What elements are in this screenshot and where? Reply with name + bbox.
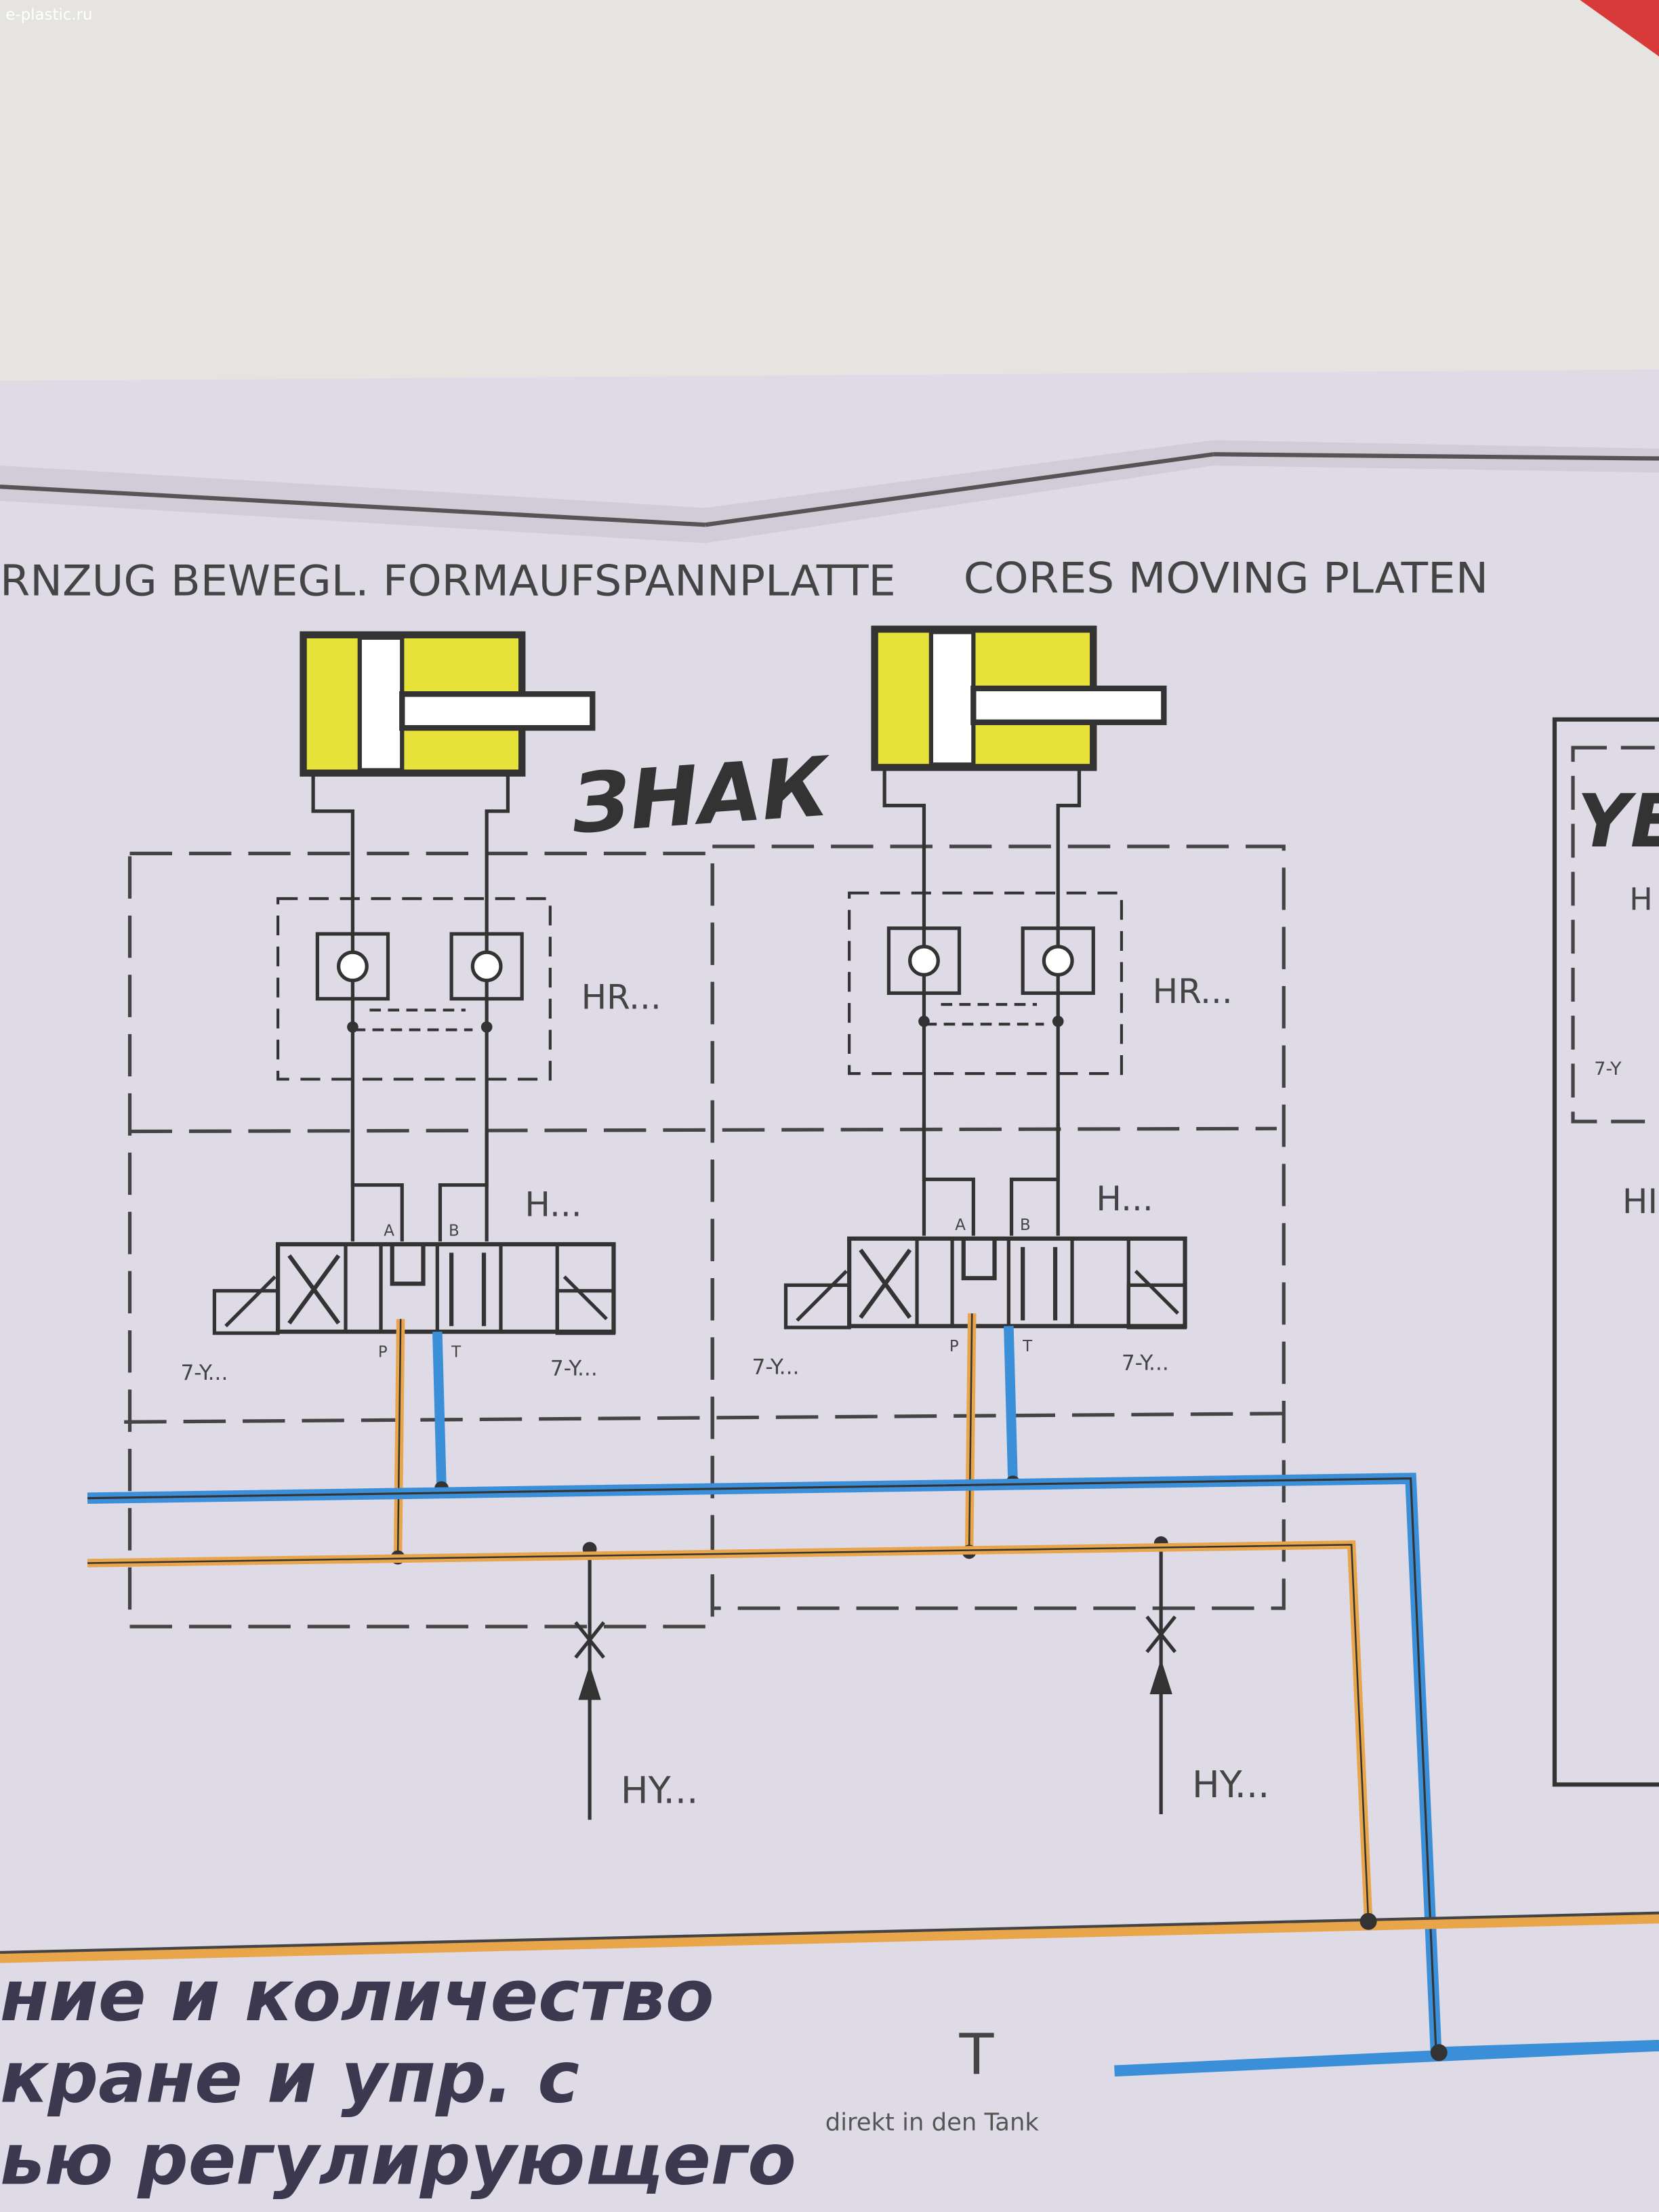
arrow-up-icon — [578, 1664, 601, 1700]
right-panel-hi: HI — [1622, 1182, 1658, 1221]
piston-rod — [970, 685, 1167, 725]
pressure-branch-core — [968, 1313, 973, 1552]
h-label: H... — [525, 1185, 581, 1224]
note-line: ние и количество — [0, 1954, 714, 2037]
solenoid-left-label: 7-Y... — [180, 1361, 228, 1385]
top-border-line — [705, 452, 1214, 527]
tank-branch — [432, 1331, 447, 1489]
junction — [1052, 1015, 1064, 1027]
paper-fold — [0, 440, 1659, 544]
hy-label: HY... — [621, 1769, 698, 1811]
right-panel-7y: 7-Y — [1594, 1059, 1622, 1080]
right-panel-title: YE — [1577, 779, 1659, 864]
top-border-line — [0, 485, 705, 527]
check-valve — [886, 926, 962, 996]
hr-box — [848, 891, 1123, 1076]
port-p-label: P — [949, 1338, 959, 1355]
handwritten-note: ние и количество кране и упр. с ью регул… — [0, 1954, 796, 2212]
check-valve — [449, 932, 524, 1001]
solenoid-right[interactable] — [555, 1289, 616, 1335]
solenoid-right[interactable] — [1126, 1283, 1187, 1330]
note-line: ью регулирующего — [0, 2118, 796, 2200]
check-valve — [315, 932, 390, 1001]
port-a-label: A — [955, 1216, 966, 1234]
top-border-line — [1213, 452, 1659, 461]
solenoid-right-label: 7-Y... — [550, 1357, 598, 1381]
check-valve-ball-icon — [908, 945, 940, 977]
header-title-de: RNZUG BEWEGL. FORMAUFSPANNPLATTE — [0, 556, 896, 605]
center-position-icon — [961, 1238, 997, 1281]
solenoid-left-label: 7-Y... — [752, 1355, 800, 1380]
check-valve-ball-icon — [470, 950, 503, 983]
port-b-label: B — [1020, 1216, 1031, 1234]
pressure-main-line — [0, 1913, 1659, 1963]
port-t-label: T — [1022, 1338, 1033, 1355]
piston — [928, 630, 976, 767]
junction — [480, 1021, 493, 1033]
hr-label: HR... — [1153, 972, 1233, 1011]
parallel-arrows-icon — [1021, 1247, 1058, 1321]
note-line: насоса — [508, 2200, 783, 2212]
note-line: кране и упр. с — [0, 2036, 579, 2119]
check-valve-ball-icon — [1042, 945, 1074, 977]
pilot-line — [351, 1012, 473, 1031]
pilot-line — [922, 1007, 1044, 1026]
piston — [357, 635, 405, 773]
paper-sheet — [0, 369, 1659, 2212]
pressure-branch-core — [396, 1319, 402, 1558]
module-frames — [124, 844, 1286, 1629]
pipe-a-lower — [922, 1122, 975, 1236]
pipe-b-lower — [438, 1128, 489, 1242]
hr-label: HR... — [581, 977, 661, 1017]
tank-caption: direkt in den Tank — [825, 2108, 1040, 2136]
junction — [1359, 1912, 1377, 1930]
check-valve-ball-icon — [336, 950, 369, 983]
cross-arrows-icon — [287, 1254, 341, 1325]
handwritten-mark: ЗНАК — [568, 739, 835, 853]
directional-valve — [275, 1242, 616, 1334]
orifice-icon — [1145, 1615, 1177, 1654]
port-b-label: B — [449, 1223, 459, 1240]
table-surface — [0, 0, 1659, 424]
orifice-icon — [574, 1621, 605, 1659]
spring-icon — [224, 1275, 608, 1328]
port-t-label: T — [451, 1344, 462, 1361]
hr-box — [276, 897, 552, 1081]
cross-arrows-icon — [859, 1248, 912, 1319]
watermark: e-plastic.ru — [5, 6, 92, 24]
pressure-main-line-core — [0, 1911, 1659, 1954]
directional-valve — [847, 1236, 1187, 1328]
right-panel-h: H — [1629, 881, 1652, 918]
header-title-en: CORES MOVING PLATEN — [964, 553, 1488, 602]
junction — [1430, 2044, 1448, 2062]
solenoid-left[interactable] — [212, 1289, 280, 1335]
h-label: H... — [1096, 1179, 1153, 1218]
check-valve — [1021, 926, 1095, 996]
solenoid-right-label: 7-Y... — [1122, 1351, 1169, 1375]
pipe-a-lower — [350, 1128, 404, 1242]
tank-main-line — [1114, 2040, 1659, 2077]
tank-symbol: T — [959, 2022, 995, 2087]
spring-icon — [796, 1269, 1180, 1322]
right-panel: YE H 7-Y HI — [1552, 717, 1659, 1787]
port-a-label: A — [384, 1223, 394, 1240]
center-position-icon — [390, 1244, 426, 1286]
valve-unit-1: HR... H... 7-Y... 7-Y... A B P T HY... — [180, 631, 698, 1820]
port-p-label: P — [378, 1344, 388, 1361]
hy-label: HY... — [1192, 1763, 1269, 1806]
pipe-b-lower — [1009, 1122, 1060, 1236]
arrow-up-icon — [1149, 1659, 1172, 1695]
piston-rod — [399, 691, 596, 731]
solenoid-left[interactable] — [783, 1283, 851, 1330]
valve-unit-2: HR... H... 7-Y... 7-Y... A B P T HY... — [752, 626, 1269, 1814]
pressure-line-core — [87, 1544, 1370, 1922]
tank-branch — [1004, 1326, 1018, 1483]
parallel-arrows-icon — [449, 1252, 487, 1326]
